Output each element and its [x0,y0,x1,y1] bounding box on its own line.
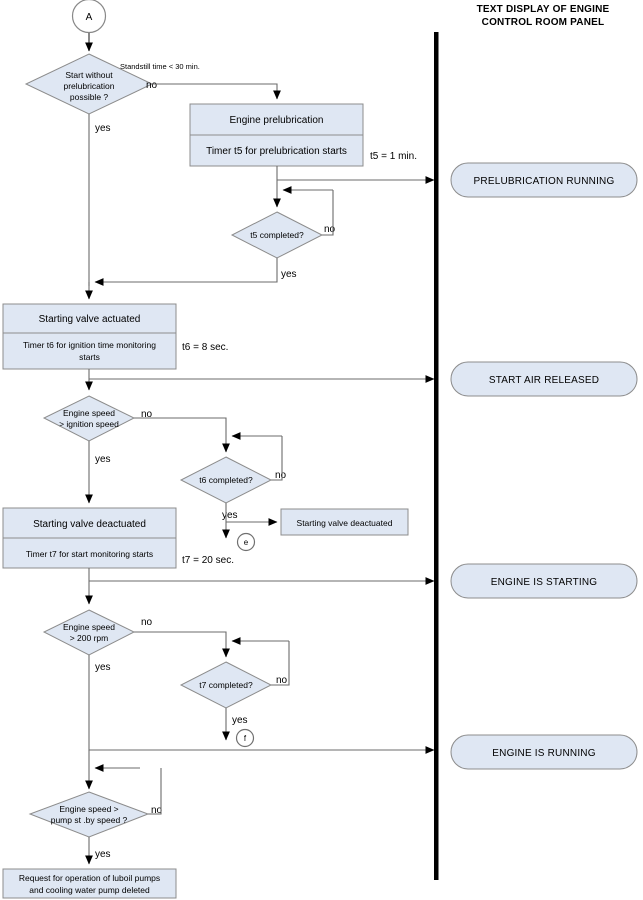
box-startvalve-deact-right-label: Starting valve deactuated [297,518,393,528]
box-prelub-timer: Timer t5 for prelubrication starts [206,146,347,157]
edge-t5-yes-to-spine [94,258,278,286]
box-startvalve-act-timer-line1: Timer t6 for ignition time monitoring [23,340,156,350]
edge-pumpspeed-no-loop [148,768,162,815]
box-startvalve-deact-timer: Timer t7 for start monitoring starts [26,549,153,559]
edge-label-t6-yes: yes [222,510,238,521]
decision-ignspeed-line2: > ignition speed [59,419,119,429]
status-pill[interactable]: PRELUBRICATION RUNNING [450,162,638,198]
note-t6-value: t6 = 8 sec. [182,342,228,353]
start-connector-circle [71,0,107,34]
decision-t7-label: t7 completed? [199,680,253,690]
edge-t5-no-loop [322,190,334,236]
status-pill[interactable]: START AIR RELEASED [450,361,638,397]
edge-ignspeed-no-to-t6 [134,417,230,453]
box-prelub-title: Engine prelubrication [230,115,324,126]
edge-label-ignspeed-no: no [141,409,153,420]
start-connector-label: A [86,12,93,23]
connector-e-label: e [244,538,249,547]
edge-t7-no-loop [271,641,290,686]
edge-label-pumpspeed-no: no [151,805,163,816]
decision-200rpm-line2: > 200 rpm [70,633,109,643]
connector-f-label: f [244,734,247,743]
connector-e-circle [236,532,256,552]
decision-t6-label: t6 completed? [199,475,253,485]
box-request-line2: and cooling water pump deleted [29,885,150,895]
decision-prelub-line1: Start without [65,70,113,80]
edge-200rpm-no-to-t7 [134,631,230,658]
status-pill-label: ENGINE IS STARTING [491,577,598,588]
status-pill-shape [450,361,638,397]
box-startvalve-act-timer-line2: starts [79,352,100,362]
decision-200rpm-line1: Engine speed [63,622,115,632]
decision-t5-label: t5 completed? [250,230,304,240]
edge-label-prelub-yes: yes [95,123,111,134]
status-pill-group: PRELUBRICATION RUNNING START AIR RELEASED… [450,162,638,770]
edge-200rpm-yes-to-status-panel [88,655,435,754]
edge-label-200rpm-yes: yes [95,662,111,673]
decision-pumpspeed-line1: Engine speed > [59,804,118,814]
status-pill-label: START AIR RELEASED [489,375,599,386]
connector-f-circle [235,728,255,748]
status-pill-label: PRELUBRICATION RUNNING [474,176,615,187]
edge-prelub-no-to-box [152,83,281,100]
edge-label-prelub-no: no [146,80,158,91]
edge-label-200rpm-no: no [141,617,153,628]
decision-ignspeed-line1: Engine speed [63,408,115,418]
edge-label-t5-yes: yes [281,269,297,280]
panel-header-line2: CONTROL ROOM PANEL [482,17,605,28]
decision-prelub-line2: prelubrication [63,81,114,91]
note-t5-value: t5 = 1 min. [370,151,417,162]
edge-label-ignspeed-yes: yes [95,454,111,465]
note-t7-value: t7 = 20 sec. [182,555,234,566]
edge-t6-no-loop [271,436,283,481]
box-startvalve-deact-title: Starting valve deactuated [33,519,146,530]
panel-header-line1: TEXT DISPLAY OF ENGINE [477,4,610,15]
status-pill-shape [450,162,638,198]
status-pill[interactable]: ENGINE IS RUNNING [450,734,638,770]
note-standstill-time: Standstill time < 30 min. [120,62,200,71]
box-starting-valve-deactuated-right [280,508,409,536]
status-pill-label: ENGINE IS RUNNING [492,748,595,759]
edge-label-t6-no: no [275,470,287,481]
edge-label-t5-no: no [324,224,336,235]
status-pill-shape [450,734,638,770]
box-request-luboil-pumps [2,868,177,899]
edge-label-t7-yes: yes [232,715,248,726]
box-startvalve-act-title: Starting valve actuated [39,314,141,325]
decision-prelub-line3: possible ? [70,92,109,102]
edge-label-t7-no: no [276,675,288,686]
decision-pumpspeed-line2: pump st .by speed ? [51,815,128,825]
edge-label-pumpspeed-yes: yes [95,849,111,860]
status-pill-shape [450,563,638,599]
control-room-panel-bar [434,32,439,880]
status-pill[interactable]: ENGINE IS STARTING [450,563,638,599]
box-request-line1: Request for operation of luboil pumps [19,873,160,883]
